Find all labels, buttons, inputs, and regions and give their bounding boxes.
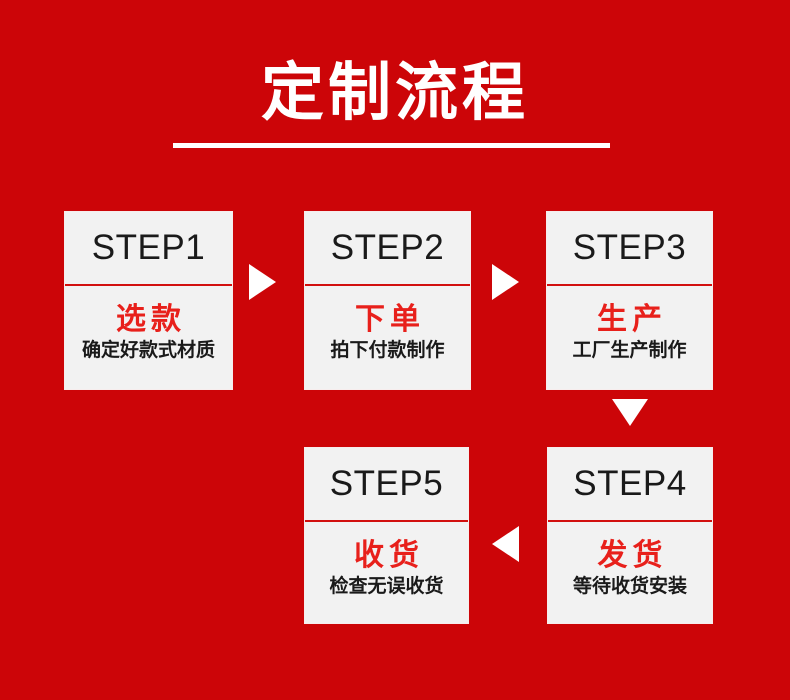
step-card-4-header: STEP4 — [548, 448, 712, 520]
step-card-5-body: 收货 检查无误收货 — [305, 522, 468, 623]
step-card-4-head-label: STEP4 — [573, 464, 687, 503]
step-card-3-body: 生产 工厂生产制作 — [547, 286, 712, 389]
step-card-5-head-label: STEP5 — [329, 464, 444, 503]
step-card-5-header: STEP5 — [305, 448, 468, 520]
step-card-5-desc: 检查无误收货 — [329, 575, 444, 597]
title-block: 定制流程 — [0, 56, 790, 130]
step-card-5: STEP5 收货 检查无误收货 — [304, 447, 469, 624]
step-card-3-title: 生产 — [597, 302, 667, 337]
title-underline — [173, 143, 610, 148]
step-card-1: STEP1 选款 确定好款式材质 — [64, 211, 233, 390]
step-card-1-header: STEP1 — [65, 212, 232, 284]
step-card-4-desc: 等待收货安装 — [572, 575, 687, 597]
arrow-down-icon — [612, 399, 648, 426]
step-card-5-title: 收货 — [354, 538, 424, 573]
step-card-1-head-label: STEP1 — [91, 228, 206, 267]
arrow-right-icon — [492, 264, 519, 300]
step-card-1-divider — [65, 284, 232, 286]
step-card-2-divider — [305, 284, 470, 286]
step-card-2: STEP2 下单 拍下付款制作 — [304, 211, 471, 390]
step-card-2-header: STEP2 — [305, 212, 470, 284]
arrow-right-icon — [249, 264, 276, 300]
step-card-3-header: STEP3 — [547, 212, 712, 284]
step-card-3-divider — [547, 284, 712, 286]
step-card-5-divider — [305, 520, 468, 522]
step-card-2-title: 下单 — [355, 302, 425, 337]
step-card-4-title: 发货 — [597, 538, 668, 573]
step-card-2-body: 下单 拍下付款制作 — [305, 286, 470, 389]
page-title: 定制流程 — [261, 56, 529, 129]
step-card-4-divider — [548, 520, 712, 522]
step-card-1-desc: 确定好款式材质 — [81, 339, 215, 361]
step-card-3: STEP3 生产 工厂生产制作 — [546, 211, 713, 390]
step-card-3-head-label: STEP3 — [572, 228, 687, 267]
arrow-left-icon — [492, 526, 519, 562]
step-card-2-desc: 拍下付款制作 — [330, 339, 445, 361]
step-card-2-head-label: STEP2 — [330, 228, 445, 267]
step-card-3-desc: 工厂生产制作 — [572, 339, 687, 361]
step-card-1-title: 选款 — [116, 302, 186, 337]
step-card-4: STEP4 发货 等待收货安装 — [547, 447, 713, 624]
step-card-4-body: 发货 等待收货安装 — [548, 522, 712, 623]
step-card-1-body: 选款 确定好款式材质 — [65, 286, 232, 389]
